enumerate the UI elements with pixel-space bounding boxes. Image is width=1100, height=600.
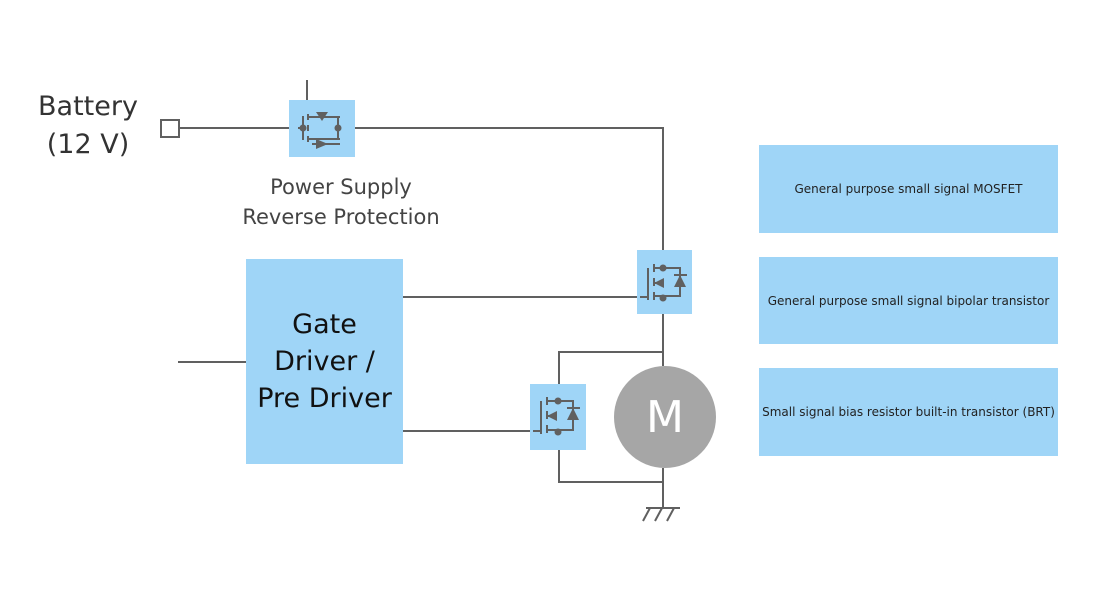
battery-label-line2: (12 V) xyxy=(46,129,130,160)
gate-driver-block: Gate Driver / Pre Driver xyxy=(246,259,403,464)
battery-label-line1: Battery xyxy=(38,91,138,122)
ground-icon xyxy=(642,507,680,522)
gate-driver-line1: Gate xyxy=(292,309,357,340)
reverse-protection-mosfet-icon xyxy=(289,100,355,157)
legend-mosfet: General purpose small signal MOSFET xyxy=(759,145,1058,233)
legend-bipolar-transistor: General purpose small signal bipolar tra… xyxy=(759,257,1058,344)
motor-label: M xyxy=(646,391,684,443)
battery-terminal-icon xyxy=(160,119,180,138)
gate-driver-line3: Pre Driver xyxy=(257,383,392,414)
legend-brt: Small signal bias resistor built-in tran… xyxy=(759,368,1058,456)
reverse-protection-label: Power Supply Reverse Protection xyxy=(222,172,460,232)
reverse-protection-label-line1: Power Supply xyxy=(270,175,412,199)
high-side-mosfet-icon xyxy=(637,250,692,314)
low-side-mosfet-icon xyxy=(530,384,586,450)
reverse-protection-label-line2: Reverse Protection xyxy=(242,205,440,229)
gate-driver-line2: Driver / xyxy=(274,346,375,377)
battery-label: Battery (12 V) xyxy=(30,88,146,164)
motor-icon xyxy=(614,366,716,468)
